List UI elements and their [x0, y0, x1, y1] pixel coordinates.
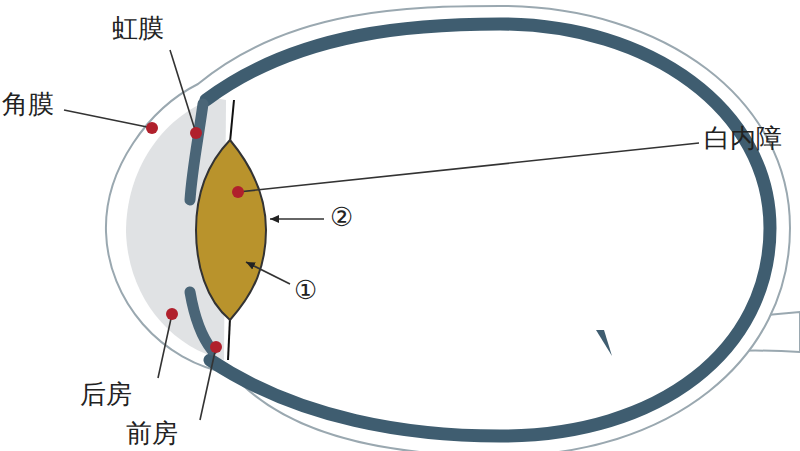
- zonule: [230, 100, 234, 142]
- sclera: [106, 6, 790, 451]
- leader-line: [238, 143, 699, 192]
- leader-line: [200, 347, 216, 420]
- iris: [190, 292, 212, 350]
- part-label: 后房: [80, 380, 132, 410]
- leader-line: [158, 314, 172, 378]
- pointer-arrow: [270, 218, 324, 220]
- leader-line: [64, 110, 152, 128]
- lens: [196, 140, 266, 320]
- part-label: 白内障: [704, 124, 782, 154]
- optic-disc: [596, 330, 612, 356]
- part-label: 角膜: [2, 90, 54, 120]
- marker-dot: [210, 341, 222, 353]
- callout-number: ②: [330, 203, 353, 233]
- zonule: [228, 318, 230, 360]
- callout-number: ①: [294, 276, 317, 306]
- marker-dot: [166, 308, 178, 320]
- marker-dot: [232, 186, 244, 198]
- choroid: [206, 24, 770, 436]
- part-label: 虹膜: [112, 14, 164, 44]
- part-label: 前房: [126, 419, 178, 449]
- leader-line: [170, 50, 196, 133]
- pointer-arrow: [246, 262, 290, 284]
- marker-dot: [190, 127, 202, 139]
- marker-dot: [146, 122, 158, 134]
